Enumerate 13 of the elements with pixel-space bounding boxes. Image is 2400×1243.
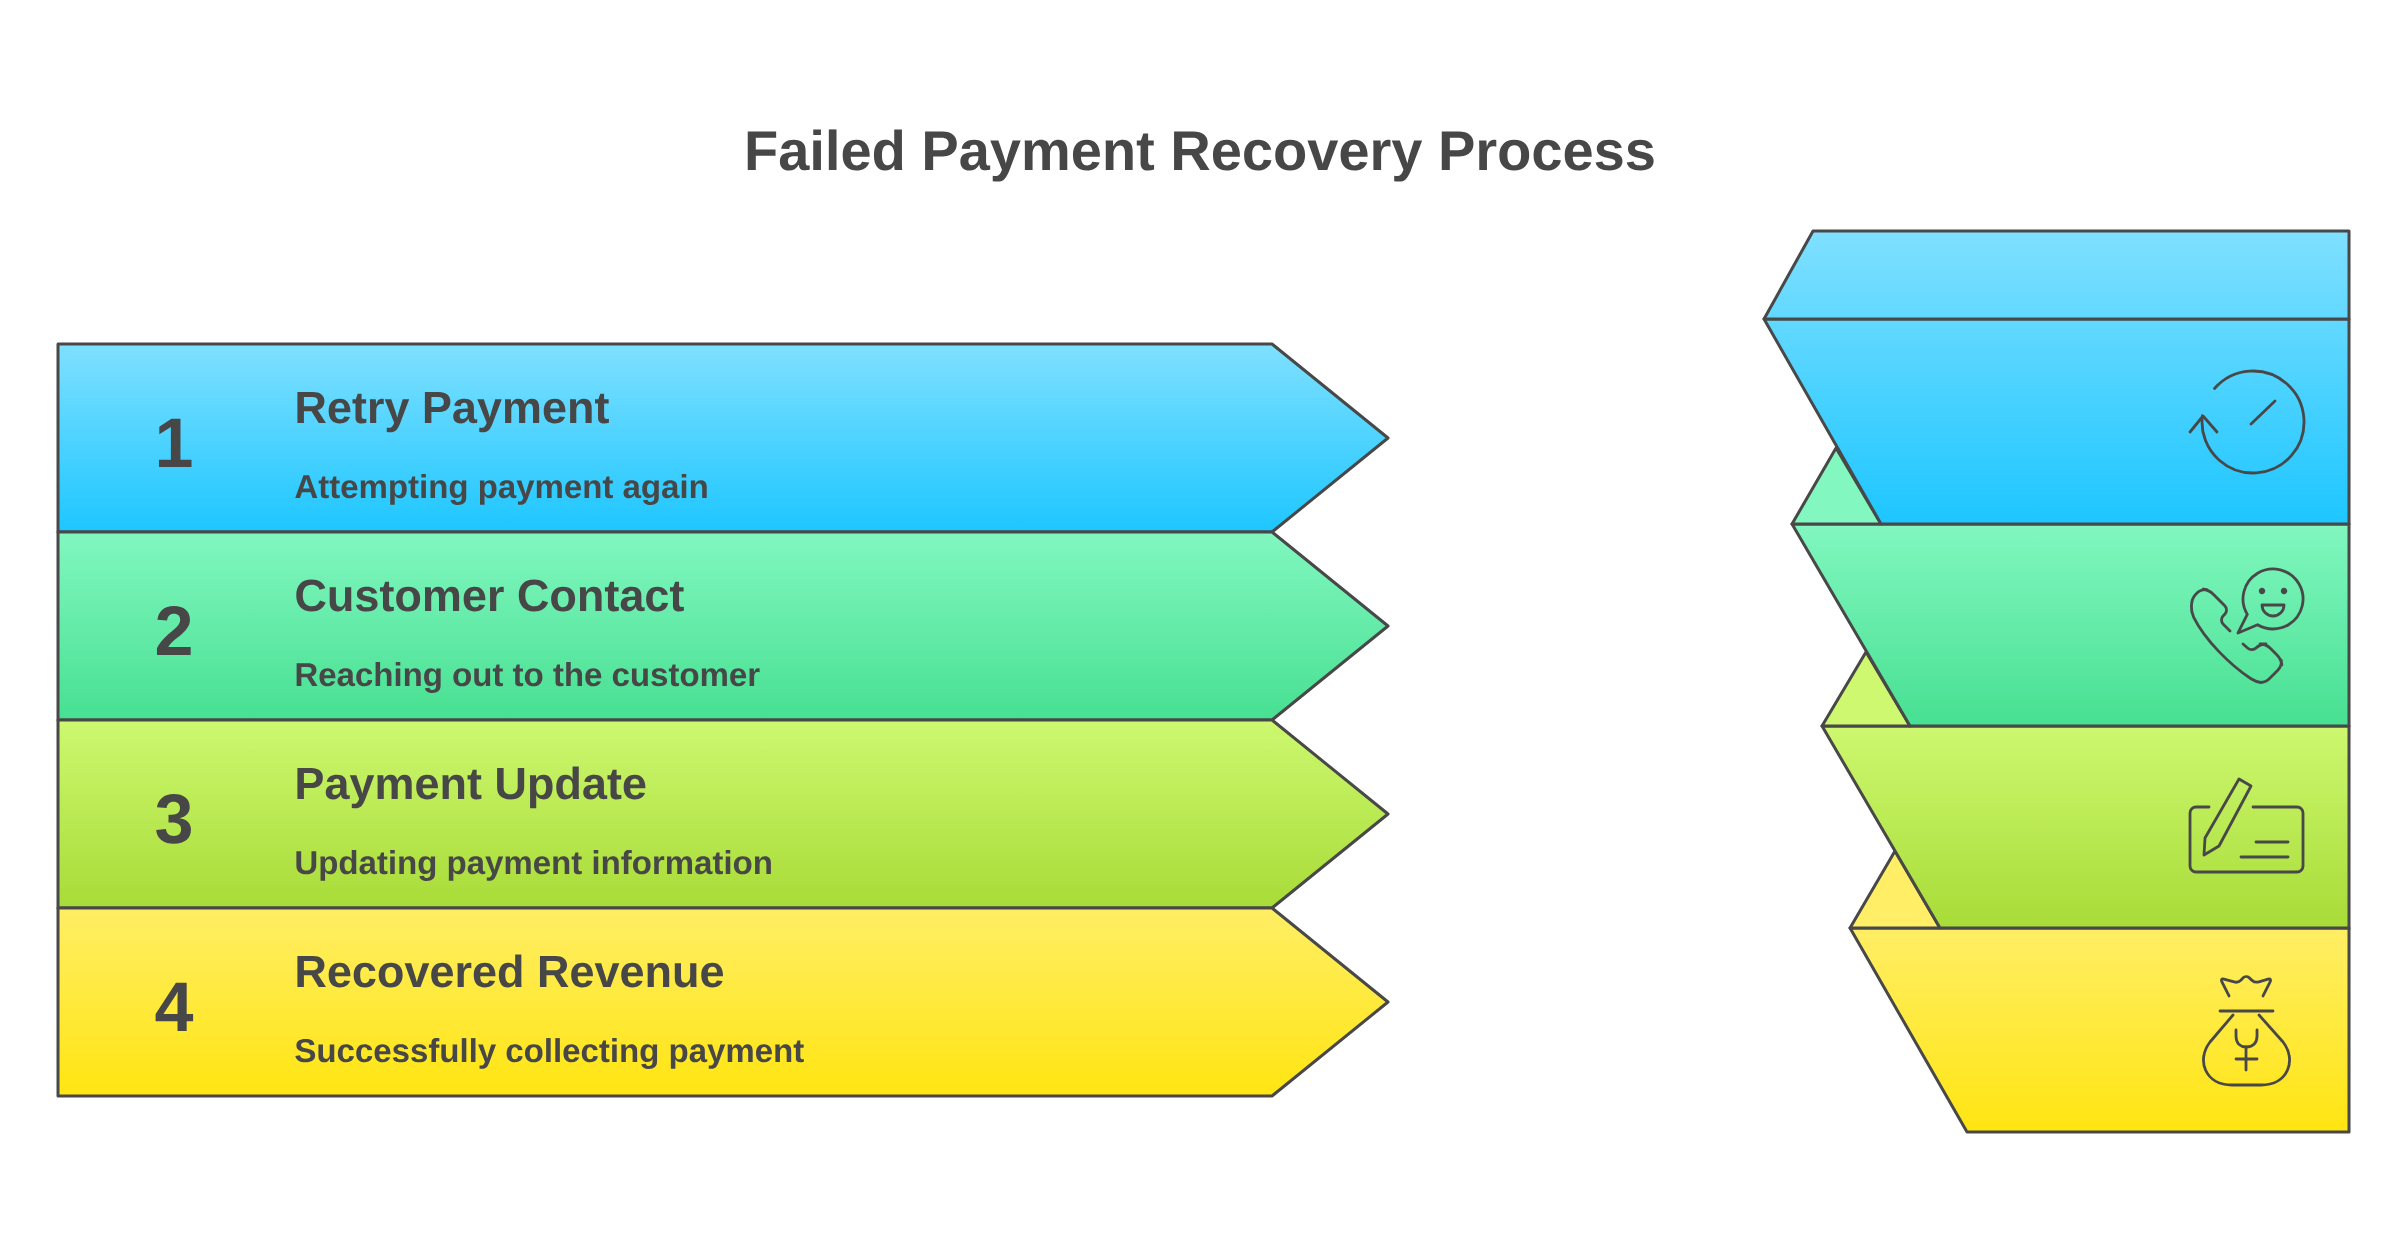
step-heading: Customer Contact xyxy=(296,579,684,612)
step-description: Reaching out to the customer xyxy=(296,662,760,693)
title: Failed Payment Recovery Process xyxy=(747,129,1654,182)
step-description: Updating payment information xyxy=(296,850,771,881)
step-heading: Payment Update xyxy=(297,766,646,809)
step-heading: Recovered Revenue xyxy=(297,954,723,988)
step-number: 4 xyxy=(155,982,194,1031)
step-heading: Retry Payment xyxy=(297,392,609,433)
step-description: Successfully collecting payment xyxy=(295,1038,804,1069)
step-description: Attempting payment again xyxy=(295,474,707,505)
step-number: 2 xyxy=(157,606,191,655)
step-number: 1 xyxy=(158,418,192,467)
step-number: 3 xyxy=(156,794,191,844)
